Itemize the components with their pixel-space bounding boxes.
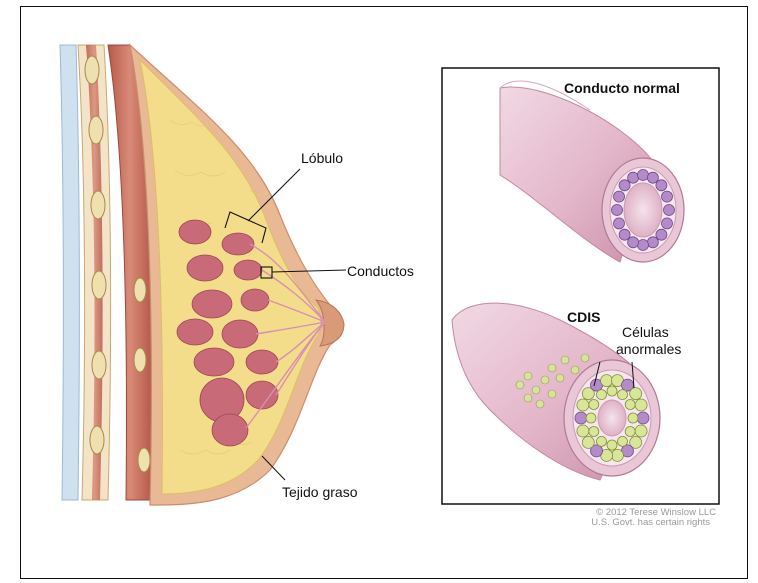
duct-cell [625, 427, 635, 437]
duct-cell [586, 413, 596, 423]
duct-cell [618, 390, 628, 400]
duct-cell [614, 218, 625, 229]
duct-cell [577, 399, 589, 411]
duct-cell [589, 427, 599, 437]
duct-cell [607, 440, 617, 450]
duct-cell [601, 375, 613, 387]
duct-cell [662, 191, 673, 202]
duct-cell [662, 218, 673, 229]
duct-cell [656, 180, 667, 191]
duct-cell [647, 172, 658, 183]
tejido-graso-label: Tejido graso [282, 484, 358, 500]
duct-cell [638, 240, 649, 251]
duct-cell [635, 425, 647, 437]
conducto-normal-label: Conducto normal [564, 80, 680, 96]
duct-cell [647, 237, 658, 248]
duct-cell [582, 436, 594, 448]
duct-cell [619, 229, 630, 240]
duct-cell [607, 386, 617, 396]
duct-cell [625, 400, 635, 410]
duct-cell [628, 237, 639, 248]
duct-cell [597, 390, 607, 400]
duct-cell [638, 170, 649, 181]
duct-cell [575, 412, 587, 424]
duct-cell [611, 449, 623, 461]
cdis-label: CDIS [567, 309, 600, 325]
duct-cell [656, 229, 667, 240]
duct-cell [618, 436, 628, 446]
duct-cell [630, 388, 642, 400]
duct-cell [635, 399, 647, 411]
duct-cell [577, 425, 589, 437]
copyright-line2: U.S. Govt. has certain rights [591, 517, 710, 528]
duct-cell [597, 436, 607, 446]
duct-cell [614, 191, 625, 202]
duct-cell [664, 205, 675, 216]
conductos-label: Conductos [347, 263, 414, 279]
breast-cross-section [60, 45, 346, 505]
duct-cell [628, 172, 639, 183]
duct-cell [589, 400, 599, 410]
duct-cell [628, 413, 638, 423]
duct-cell [612, 205, 623, 216]
duct-cell [619, 180, 630, 191]
celulas-label: Células [622, 324, 669, 340]
anormales-label: anormales [616, 341, 681, 357]
duct-cell [637, 412, 649, 424]
lobulo-label: Lóbulo [301, 150, 343, 166]
